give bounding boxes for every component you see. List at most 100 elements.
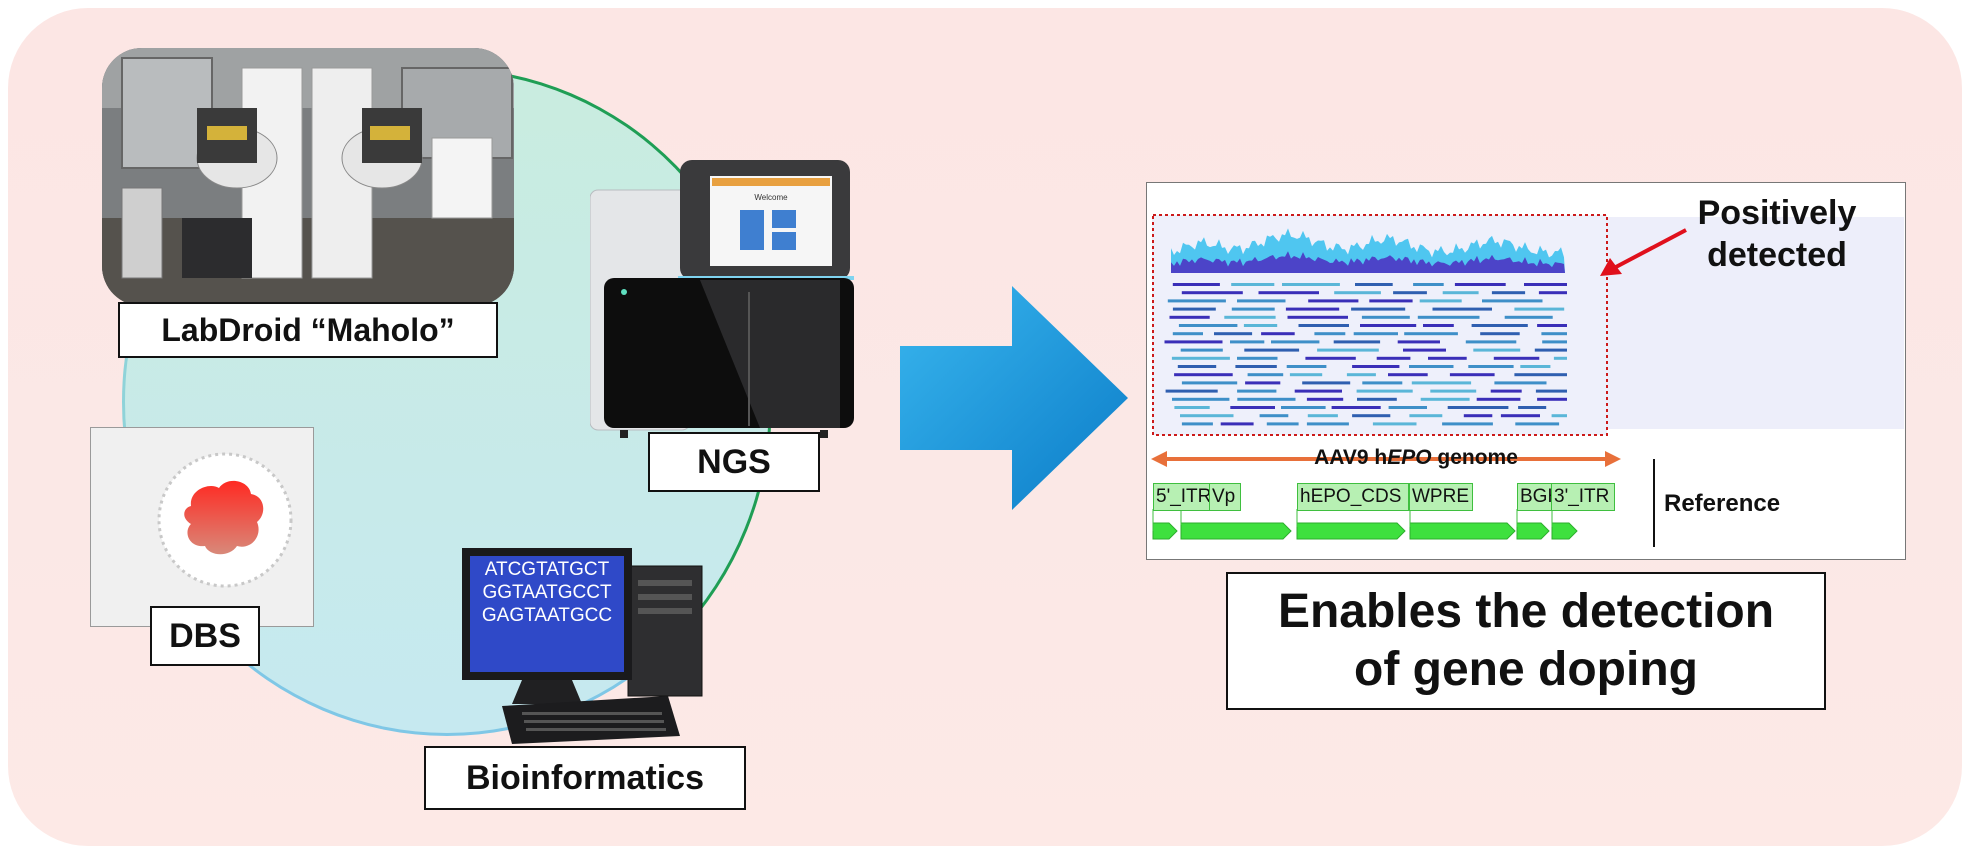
feature-3-itr: 3'_ITR: [1551, 483, 1615, 511]
read: [1286, 365, 1327, 368]
read: [1428, 356, 1467, 360]
read: [1305, 356, 1356, 360]
callout-line-1: Positively: [1697, 194, 1857, 232]
feature-connectors: [1152, 509, 1553, 531]
read: [1369, 299, 1413, 303]
read: [1473, 348, 1521, 352]
feature-wpre: WPRE: [1409, 483, 1473, 511]
read: [1404, 332, 1458, 336]
genome-label-suffix: genome: [1431, 446, 1518, 469]
robot-photo: [102, 48, 514, 306]
ngs-screen-title: Welcome: [754, 193, 788, 202]
genome-span-right-head: [1605, 451, 1621, 467]
read: [1181, 381, 1238, 385]
read: [1306, 397, 1344, 401]
read: [1331, 406, 1381, 409]
read: [1524, 283, 1567, 286]
read: [1442, 291, 1479, 295]
read: [1245, 381, 1281, 385]
read: [1534, 348, 1567, 352]
monitor-text: ATCGTATGCT GGTAATGCCT GAGTAATGCC: [480, 558, 614, 627]
read: [1476, 397, 1521, 401]
read: [1361, 315, 1410, 319]
read: [1388, 406, 1427, 409]
read: [1360, 324, 1417, 327]
read: [1465, 340, 1517, 344]
read: [1542, 340, 1567, 344]
conclusion-line-2: of gene doping: [1354, 643, 1698, 696]
read: [1174, 406, 1210, 409]
read: [1409, 414, 1443, 418]
read: [1243, 324, 1278, 327]
ngs-label: NGS: [648, 432, 820, 492]
read: [1491, 291, 1526, 295]
feature-arrows: [1152, 522, 1578, 540]
read: [1520, 365, 1551, 368]
read: [1169, 315, 1210, 319]
genome-label: AAV9 hEPO genome: [1266, 446, 1566, 470]
read: [1357, 397, 1397, 401]
read: [1376, 356, 1411, 360]
read: [1282, 283, 1340, 286]
read: [1306, 422, 1349, 426]
read: [1442, 422, 1493, 426]
read: [1224, 315, 1276, 319]
labdroid-label: LabDroid “Maholo”: [118, 302, 498, 358]
read: [1538, 291, 1567, 295]
read: [1463, 414, 1493, 418]
read: [1174, 373, 1233, 377]
read: [1167, 299, 1226, 303]
feature-5-itr: 5'_ITR: [1153, 483, 1211, 511]
genome-browser: 5'_ITR Vp hEPO_CDS WPRE BGH 3'_ITR: [1146, 182, 1906, 560]
read: [1352, 414, 1391, 418]
read: [1504, 315, 1553, 319]
monitor-seq-2: GGTAATGCCT: [482, 582, 612, 603]
read: [1180, 414, 1234, 418]
read: [1247, 373, 1284, 377]
read: [1177, 365, 1217, 368]
conclusion-line-1: Enables the detection: [1277, 585, 1775, 638]
read: [1482, 299, 1543, 303]
monitor-seq-1: ATCGTATGCT: [484, 559, 610, 580]
read: [1362, 381, 1403, 385]
callout-arrow: [1600, 228, 1687, 276]
read: [1271, 340, 1320, 344]
read: [1397, 340, 1440, 344]
read: [1413, 283, 1444, 286]
read: [1537, 324, 1567, 327]
read: [1518, 406, 1547, 409]
read: [1352, 365, 1400, 368]
read: [1281, 406, 1326, 409]
read: [1258, 291, 1319, 295]
read: [1490, 389, 1522, 393]
read: [1480, 332, 1520, 336]
coverage-track-dark: [1171, 251, 1565, 273]
feature-arrow: [1152, 522, 1178, 540]
bioinformatics-label: Bioinformatics: [424, 746, 746, 810]
read: [1237, 389, 1277, 393]
read: [1372, 422, 1417, 426]
read: [1317, 348, 1379, 352]
read: [1230, 340, 1265, 344]
read: [1220, 422, 1254, 426]
right-arrow-icon: [900, 286, 1128, 510]
positively-detected-callout: Positively detected: [1662, 192, 1892, 276]
read: [1287, 315, 1348, 319]
read: [1307, 414, 1338, 418]
read: [1537, 397, 1567, 401]
read: [1417, 315, 1480, 319]
read: [1237, 397, 1296, 401]
reference-label: Reference: [1664, 490, 1781, 517]
genome-span-left-head: [1151, 451, 1167, 467]
read: [1449, 373, 1495, 377]
dbs-label: DBS: [150, 606, 260, 666]
read: [1244, 348, 1300, 352]
read: [1411, 381, 1472, 385]
read: [1165, 389, 1218, 393]
read: [1235, 365, 1277, 368]
read: [1514, 373, 1567, 377]
read: [1423, 324, 1454, 327]
read: [1298, 324, 1349, 327]
read: [1214, 332, 1253, 336]
read: [1551, 414, 1567, 418]
